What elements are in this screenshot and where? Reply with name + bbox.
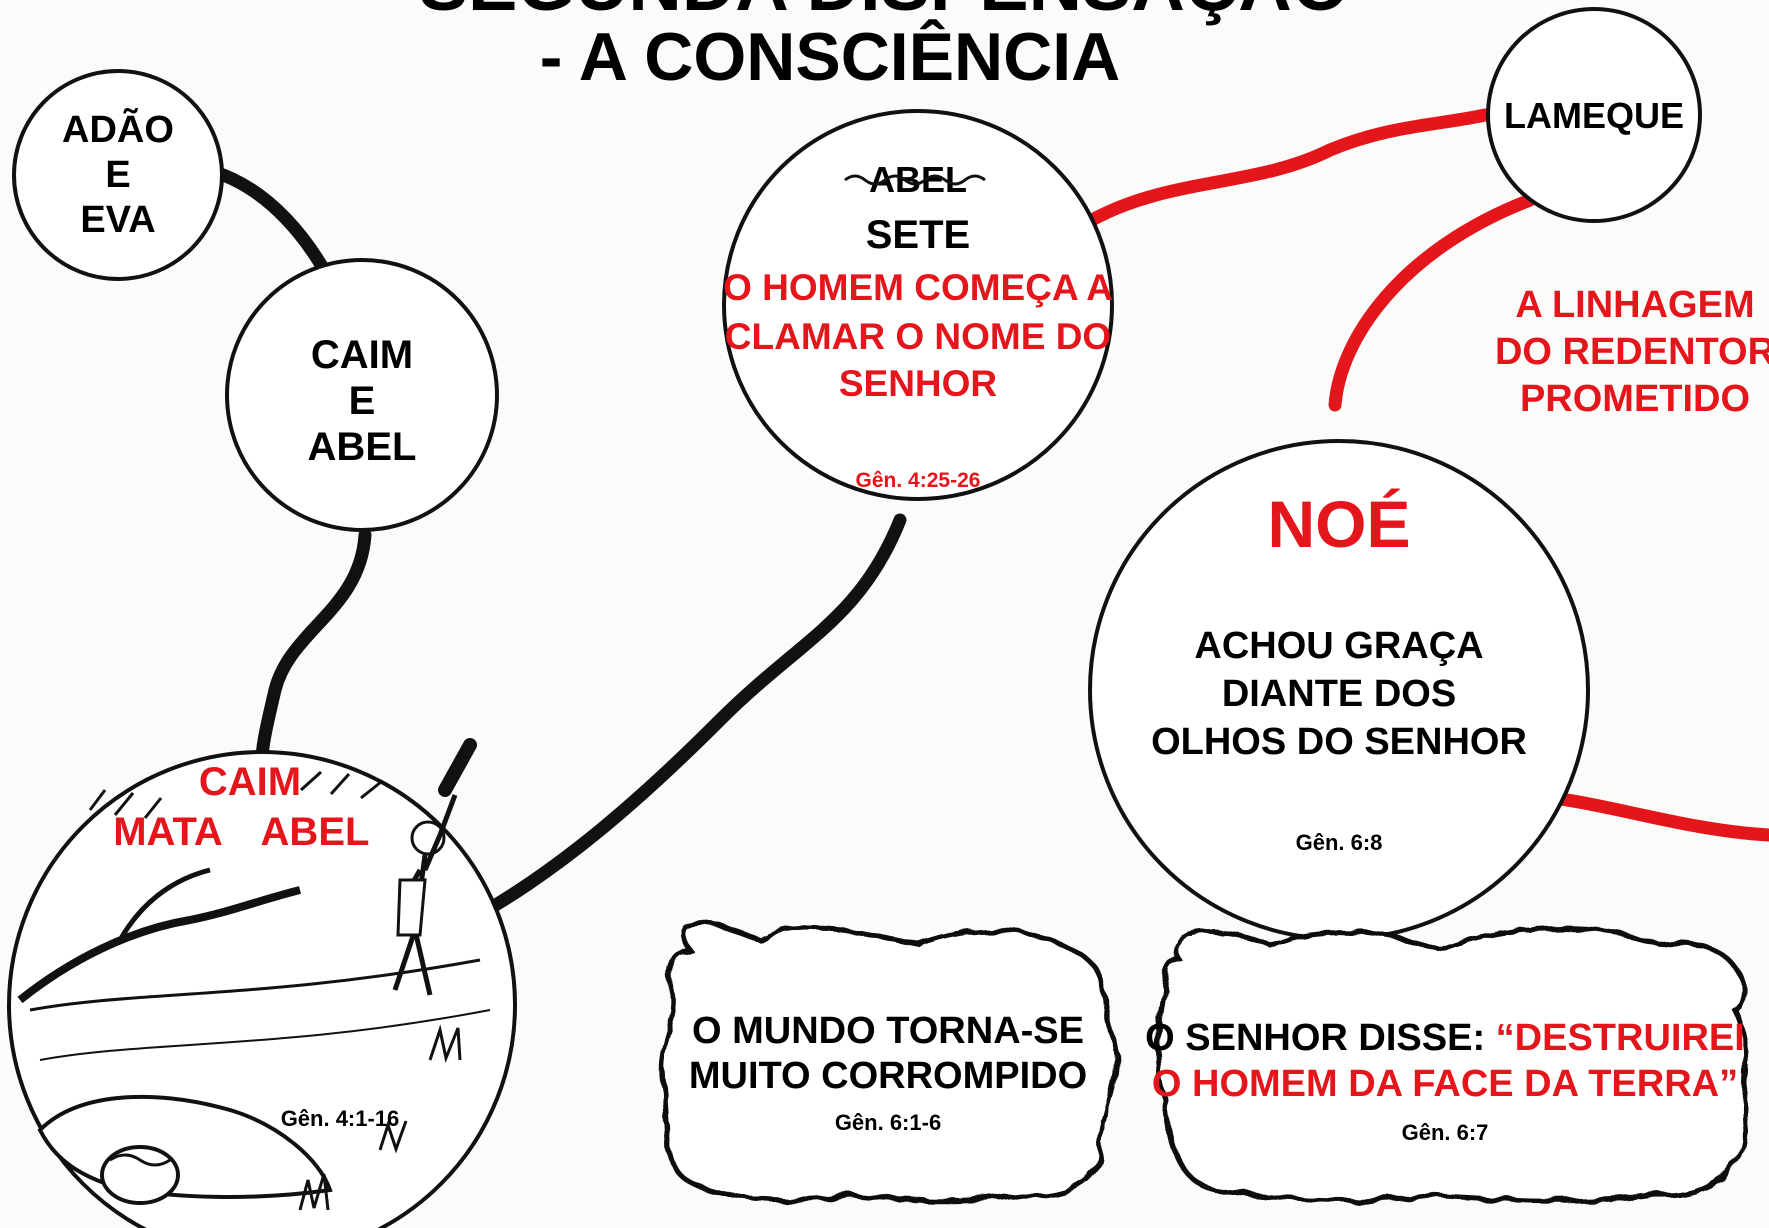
node-noe: NOÉ ACHOU GRAÇA DIANTE DOS OLHOS DO SENH… <box>1088 439 1590 941</box>
cloud-corrupt-world: O MUNDO TORNA-SE MUITO CORROMPIDO Gên. 6… <box>658 920 1120 1204</box>
murder-line3: ABEL <box>261 810 370 854</box>
redeemer-label: A LINHAGEM DO REDENTOR PROMETIDO <box>1495 284 1769 420</box>
redeemer-line2: DO REDENTOR <box>1495 331 1769 373</box>
redeemer-line1: A LINHAGEM <box>1515 284 1754 326</box>
adao-line2: E <box>105 154 130 196</box>
noe-line3: OLHOS DO SENHOR <box>1151 721 1527 763</box>
adao-line3: EVA <box>80 199 155 241</box>
illustration-scene <box>17 738 491 1211</box>
cloud2-prefix: O SENHOR DISSE: <box>1145 1017 1496 1059</box>
cloud1-ref: Gên. 6:1-6 <box>835 1110 941 1135</box>
noe-name: NOÉ <box>1267 487 1410 561</box>
cloud-lord-said: O SENHOR DISSE: “DESTRUIREI O HOMEM DA F… <box>1145 926 1749 1204</box>
murder-ref: Gên. 4:1-16 <box>281 1106 400 1131</box>
caim-abel-line2: E <box>349 379 376 423</box>
node-sete: ABEL SETE O HOMEM COMEÇA A CLAMAR O NOME… <box>722 109 1114 501</box>
sete-name: SETE <box>866 213 970 257</box>
node-caim-mata-abel: CAIM MATA ABEL Gên. 4:1-16 <box>7 738 517 1228</box>
cloud1-line2: MUITO CORROMPIDO <box>689 1055 1087 1097</box>
lameque-label: LAMEQUE <box>1504 95 1684 136</box>
cloud2-line1: O SENHOR DISSE: “DESTRUIREI <box>1145 1017 1745 1059</box>
adao-line1: ADÃO <box>62 107 174 151</box>
noe-line2: DIANTE DOS <box>1222 673 1456 715</box>
caim-abel-line3: ABEL <box>308 425 417 469</box>
cloud1-line1: O MUNDO TORNA-SE <box>692 1010 1084 1052</box>
sete-ref: Gên. 4:25-26 <box>856 469 981 492</box>
node-caim-abel: CAIM E ABEL <box>225 258 499 532</box>
sete-line3: SENHOR <box>839 363 997 404</box>
murder-line2: MATA <box>113 810 223 854</box>
strikethrough-mark <box>844 174 986 186</box>
cloud2-line2: O HOMEM DA FACE DA TERRA” <box>1152 1063 1738 1105</box>
connector-murder-sete <box>463 513 907 927</box>
noe-ref: Gên. 6:8 <box>1296 830 1383 855</box>
node-lameque: LAMEQUE <box>1486 7 1702 223</box>
cloud2-ref: Gên. 6:7 <box>1402 1120 1489 1145</box>
title-line2: - A CONSCIÊNCIA <box>540 18 1121 95</box>
cloud2-quote-start: “DESTRUIREI <box>1496 1017 1745 1059</box>
title-line1: SEGUNDA DISPENSAÇÃO <box>419 0 1350 26</box>
caim-abel-line1: CAIM <box>311 333 413 377</box>
murder-line1: CAIM <box>199 760 301 804</box>
redeemer-line3: PROMETIDO <box>1520 378 1750 420</box>
sete-line2: CLAMAR O NOME DO <box>725 316 1111 357</box>
connector-sete-lameque <box>1068 108 1492 237</box>
noe-line1: ACHOU GRAÇA <box>1194 625 1483 667</box>
connector-lameque-noe <box>1328 193 1537 412</box>
connector-caim-murder <box>255 528 372 767</box>
sete-line1: O HOMEM COMEÇA A <box>723 267 1113 308</box>
node-adao-eva: ADÃO E EVA <box>12 69 224 281</box>
